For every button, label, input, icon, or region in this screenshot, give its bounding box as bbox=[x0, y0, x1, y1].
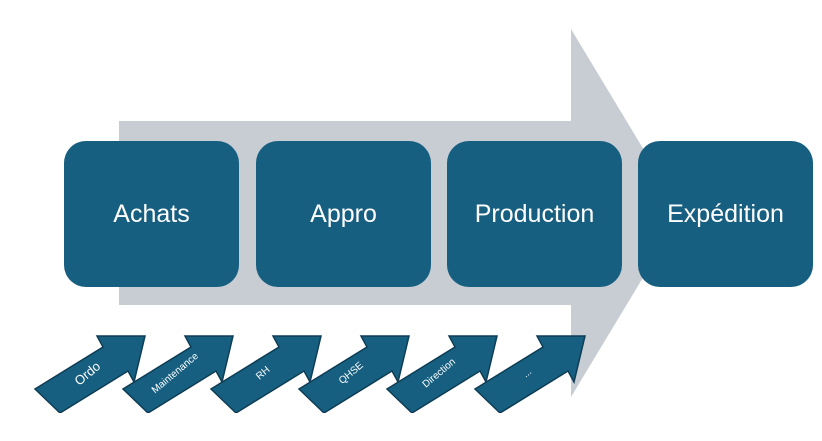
support-arrow-rh: RH bbox=[206, 333, 356, 413]
support-arrow-more: ... bbox=[470, 333, 620, 413]
step-label: Appro bbox=[310, 199, 377, 228]
step-label: Production bbox=[474, 199, 595, 228]
step-label: Achats bbox=[113, 199, 190, 228]
support-arrow-maintenance: Maintenance bbox=[118, 333, 268, 413]
step-label: Expédition bbox=[667, 199, 784, 228]
step-achats: Achats bbox=[64, 141, 239, 287]
step-appro: Appro bbox=[256, 141, 431, 287]
support-arrow-qhse: QHSE bbox=[294, 333, 444, 413]
support-arrow-direction: Direction bbox=[382, 333, 532, 413]
step-production: Production bbox=[447, 141, 622, 287]
step-expedition: Expédition bbox=[638, 141, 813, 287]
support-arrow-ordo: Ordo bbox=[30, 333, 180, 413]
